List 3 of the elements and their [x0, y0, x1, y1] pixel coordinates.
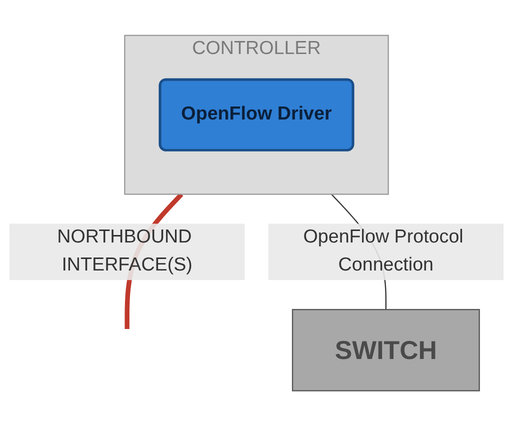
node-box: SWITCH — [292, 309, 480, 392]
edge-label: OpenFlow Protocol Connection — [303, 228, 464, 276]
edge-label: NORTHBOUND INTERFACE(S) — [57, 228, 192, 276]
